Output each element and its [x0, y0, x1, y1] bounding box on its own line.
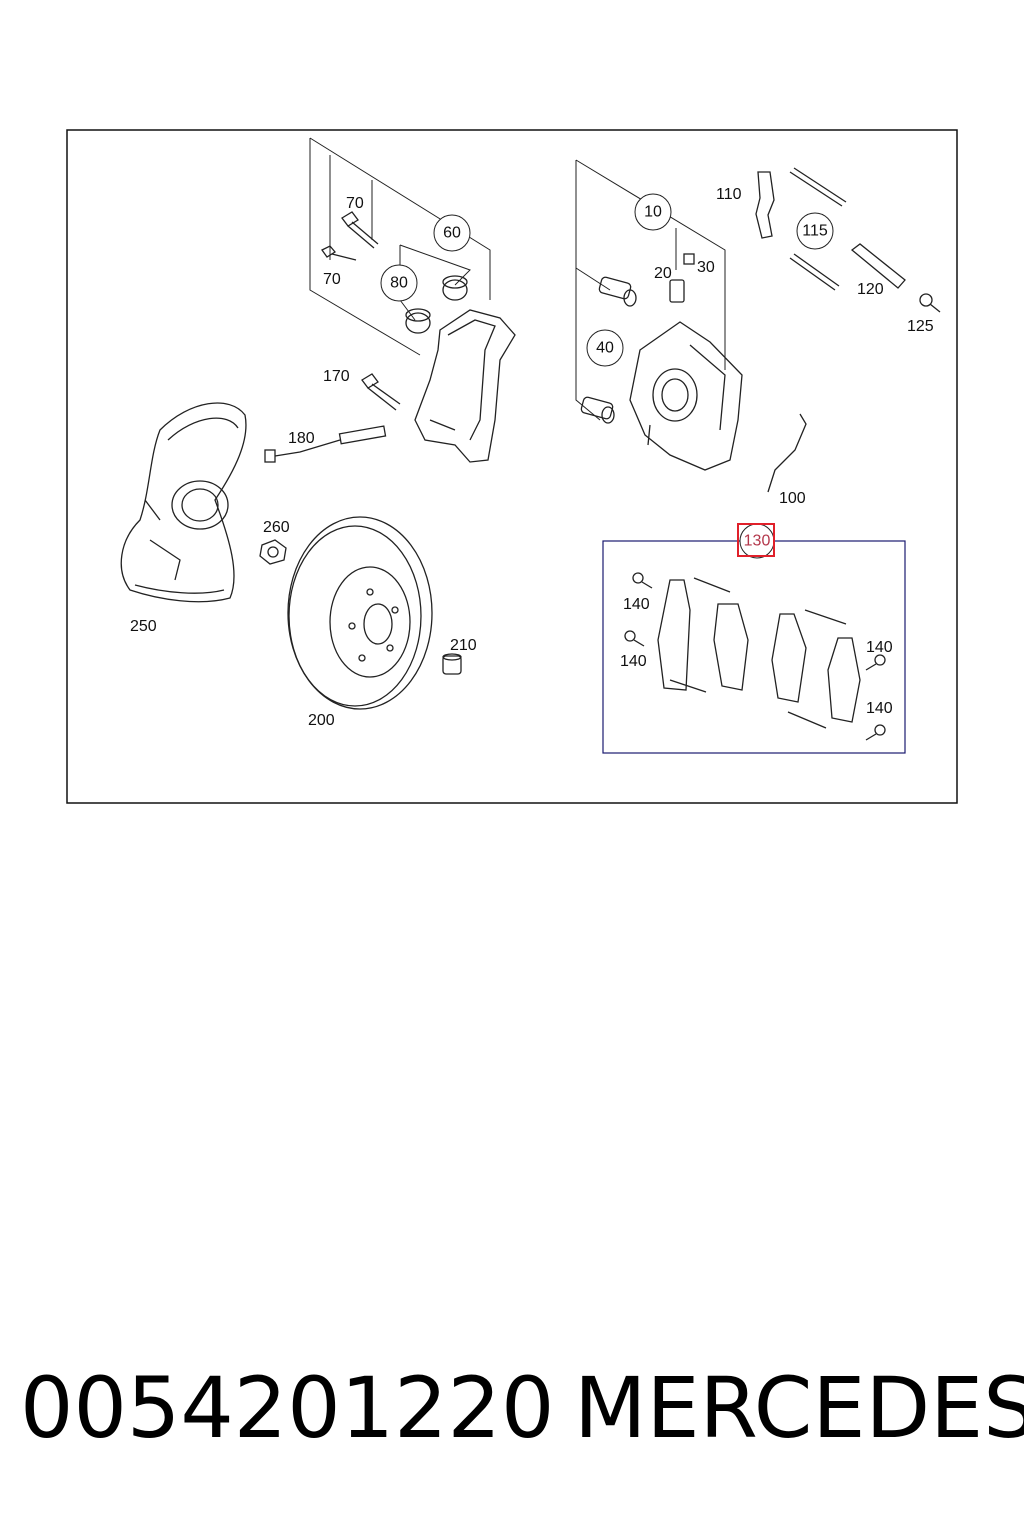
- svg-text:80: 80: [390, 275, 408, 292]
- part-number: 0054201220: [20, 1359, 555, 1457]
- dust-shield-250: [120, 402, 247, 603]
- diagram-frame: [66, 129, 958, 804]
- callout-140-c[interactable]: 140: [866, 639, 893, 656]
- caliper-10: [629, 321, 743, 471]
- callout-120[interactable]: 120: [857, 281, 884, 298]
- callout-80[interactable]: 80: [380, 264, 418, 302]
- callout-260[interactable]: 260: [263, 519, 290, 536]
- callout-140-a[interactable]: 140: [623, 596, 650, 613]
- bolt-170: [361, 373, 401, 411]
- sleeve-210: [442, 653, 462, 675]
- pins-115: [789, 167, 847, 291]
- callout-170[interactable]: 170: [323, 368, 350, 385]
- callout-125[interactable]: 125: [907, 318, 934, 335]
- carrier-group-leaders: [309, 137, 491, 356]
- callout-70-lower[interactable]: 70: [323, 271, 341, 288]
- callout-20[interactable]: 20: [654, 265, 672, 282]
- callout-40[interactable]: 40: [586, 329, 624, 367]
- svg-text:10: 10: [644, 204, 662, 221]
- spring-100: [767, 413, 807, 493]
- bushings-60-80: [405, 275, 468, 334]
- brake-disc-200: [287, 516, 433, 710]
- callout-130-highlight: [737, 523, 775, 557]
- callout-110[interactable]: 110: [716, 186, 742, 203]
- callout-10[interactable]: 10: [634, 193, 672, 231]
- caliper-carrier: [414, 309, 516, 463]
- brake-parts-diagram: 60 80 10 40 115 130 70 70 20 30 110 120 …: [66, 129, 958, 804]
- callout-210[interactable]: 210: [450, 637, 477, 654]
- callout-115[interactable]: 115: [796, 212, 834, 250]
- screw-125: [919, 293, 941, 313]
- screws-140: [624, 572, 886, 741]
- callout-180[interactable]: 180: [288, 430, 315, 447]
- callout-100[interactable]: 100: [779, 490, 806, 507]
- wear-sensor-180: [264, 425, 387, 463]
- callout-140-d[interactable]: 140: [866, 700, 893, 717]
- clip-110: [755, 171, 775, 239]
- bleeder-20-30: [669, 253, 695, 303]
- svg-text:40: 40: [596, 340, 614, 357]
- callout-70-upper[interactable]: 70: [346, 195, 364, 212]
- callout-30[interactable]: 30: [697, 259, 715, 276]
- svg-text:115: 115: [802, 223, 828, 240]
- callout-250[interactable]: 250: [130, 618, 157, 635]
- brake-pads-130: [657, 577, 861, 729]
- bolt-120: [850, 243, 906, 289]
- nut-260: [259, 539, 287, 565]
- pad-kit-box: [602, 540, 906, 754]
- callout-130[interactable]: 130: [737, 523, 775, 559]
- caliper-group-leaders: [575, 159, 726, 421]
- callout-60[interactable]: 60: [433, 214, 471, 252]
- svg-text:130: 130: [744, 533, 771, 550]
- callout-140-b[interactable]: 140: [620, 653, 647, 670]
- callout-200[interactable]: 200: [308, 712, 335, 729]
- svg-text:60: 60: [443, 225, 461, 242]
- brand-name: MERCEDES: [574, 1359, 1024, 1457]
- guide-pins-40: [580, 276, 637, 424]
- bolts-70: [321, 211, 379, 261]
